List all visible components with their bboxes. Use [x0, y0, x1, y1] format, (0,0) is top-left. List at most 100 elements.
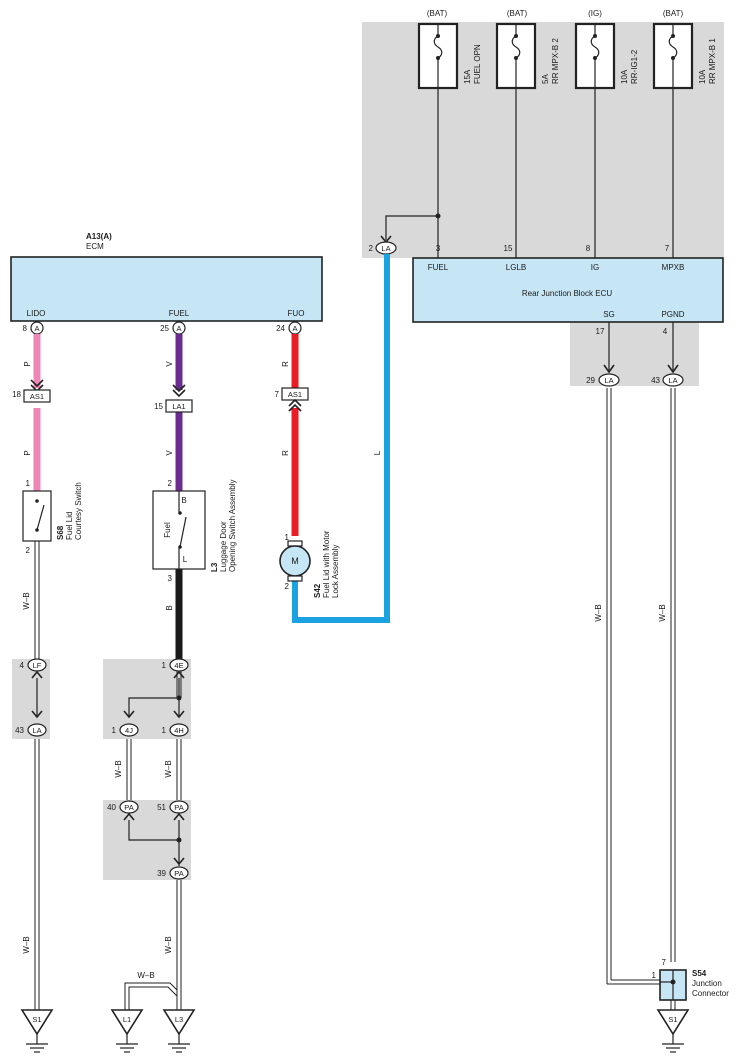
svg-text:P: P	[23, 361, 32, 366]
svg-text:8: 8	[586, 244, 591, 253]
svg-text:AS1: AS1	[288, 390, 302, 399]
joint-pa-bridge	[123, 812, 185, 866]
svg-text:(BAT): (BAT)	[427, 9, 448, 18]
joint-lf: 4 LF	[20, 658, 47, 719]
svg-text:2: 2	[26, 546, 31, 555]
svg-text:PGND: PGND	[661, 310, 684, 319]
wb-wire-labels: W–B W–B W–B W–B W–B W–B W–B W–B	[22, 592, 667, 980]
svg-text:RR MPX-B 2: RR MPX-B 2	[551, 38, 560, 84]
ground-l1: L1	[110, 1009, 144, 1053]
svg-text:15: 15	[154, 402, 163, 411]
svg-text:LF: LF	[33, 661, 42, 670]
svg-text:A: A	[34, 324, 39, 333]
svg-text:W–B: W–B	[164, 760, 173, 777]
svg-text:SG: SG	[603, 310, 615, 319]
svg-text:A: A	[292, 324, 297, 333]
svg-text:7: 7	[275, 390, 280, 399]
svg-text:40: 40	[107, 803, 116, 812]
svg-text:43: 43	[15, 726, 24, 735]
svg-text:S1: S1	[32, 1015, 41, 1024]
svg-text:Courtesy Switch: Courtesy Switch	[74, 482, 83, 540]
wire-pink: P P	[23, 334, 41, 491]
svg-text:ECM: ECM	[86, 242, 104, 251]
svg-text:2: 2	[168, 479, 173, 488]
wire-black: B	[165, 569, 183, 659]
svg-text:10A: 10A	[698, 69, 707, 84]
svg-text:M: M	[291, 556, 299, 566]
svg-text:L: L	[373, 450, 382, 455]
s68-fuel-lid-courtesy-switch: 1 2 S68 Fuel Lid Courtesy Switch	[22, 479, 83, 555]
wire-violet: V V	[165, 334, 183, 491]
svg-text:R: R	[281, 450, 290, 456]
svg-text:W–B: W–B	[594, 604, 603, 621]
svg-text:1: 1	[112, 726, 117, 735]
svg-text:1: 1	[285, 533, 290, 542]
s54-junction-connector: 7 1 S54 Junction Connector	[652, 958, 729, 1001]
ecm-pin-lido: 8 A	[23, 321, 44, 335]
svg-text:2: 2	[369, 244, 374, 253]
wire-red: R R	[281, 334, 299, 536]
svg-text:Fuel Lid: Fuel Lid	[65, 512, 74, 540]
joint-4h: 1 4H	[162, 723, 189, 737]
svg-text:A: A	[176, 324, 181, 333]
svg-text:V: V	[165, 361, 174, 367]
svg-text:Rear Junction Block ECU: Rear Junction Block ECU	[522, 289, 612, 298]
svg-text:LIDO: LIDO	[27, 309, 46, 318]
svg-text:PA: PA	[124, 803, 133, 812]
wire-blue: L	[292, 254, 390, 623]
svg-text:Luggage Door: Luggage Door	[219, 521, 228, 572]
s42-fuel-lid-motor: 1 M 2 S42 Fuel Lid with Motor Lock Assem…	[279, 530, 340, 598]
svg-text:LA1: LA1	[172, 402, 185, 411]
svg-text:24: 24	[276, 324, 285, 333]
svg-text:4E: 4E	[174, 661, 183, 670]
svg-text:L3: L3	[175, 1015, 183, 1024]
svg-text:43: 43	[651, 376, 660, 385]
svg-text:2: 2	[285, 582, 290, 591]
svg-text:4H: 4H	[174, 726, 184, 735]
svg-text:(BAT): (BAT)	[507, 9, 528, 18]
svg-text:B: B	[181, 496, 186, 505]
fuse-wires	[380, 88, 674, 258]
joint-la-left: 43 LA	[15, 723, 47, 737]
joint-pa-39: 39 PA	[157, 866, 189, 880]
svg-text:4J: 4J	[125, 726, 133, 735]
fuse-fuel-opn: (BAT) 15A FUEL OPN	[417, 9, 482, 90]
svg-text:3: 3	[168, 574, 173, 583]
junction-as1-left: 18 AS1	[12, 379, 51, 403]
svg-text:W–B: W–B	[114, 760, 123, 777]
ground-s1-left: S1	[20, 1009, 54, 1053]
svg-text:W–B: W–B	[164, 936, 173, 953]
svg-text:LA: LA	[604, 376, 613, 385]
svg-text:L3: L3	[210, 562, 219, 572]
svg-text:LGLB: LGLB	[506, 263, 526, 272]
svg-text:LA: LA	[668, 376, 677, 385]
joint-4j: 1 4J	[112, 723, 139, 737]
fuse-rr-mpx-b-2: (BAT) 5A RR MPX-B 2	[495, 9, 560, 90]
svg-text:25: 25	[160, 324, 169, 333]
svg-text:4: 4	[663, 327, 668, 336]
svg-text:RR MPX-B 1: RR MPX-B 1	[708, 38, 717, 84]
svg-text:P: P	[23, 450, 32, 455]
svg-text:3: 3	[436, 244, 441, 253]
svg-text:L: L	[183, 555, 188, 564]
l3-luggage-door-switch: 2 Fuel B L 3 L3 Luggage Door Opening Swi…	[152, 479, 237, 583]
svg-text:S1: S1	[668, 1015, 677, 1024]
svg-text:S68: S68	[56, 525, 65, 540]
rear-junction-block-ecu: 3 15 8 7 FUEL LGLB IG MPXB Rear Junction…	[412, 244, 724, 336]
svg-text:L1: L1	[123, 1015, 131, 1024]
ecm: A13(A) ECM LIDO FUEL FUO	[10, 232, 323, 322]
svg-text:RR-IG1-2: RR-IG1-2	[630, 49, 639, 84]
ground-l3: L3	[162, 1009, 196, 1053]
svg-text:1: 1	[162, 726, 167, 735]
svg-text:29: 29	[586, 376, 595, 385]
svg-text:15: 15	[504, 244, 513, 253]
svg-text:LA: LA	[32, 726, 41, 735]
svg-text:FUEL: FUEL	[169, 309, 190, 318]
svg-text:5A: 5A	[541, 74, 550, 84]
svg-text:LA: LA	[381, 244, 390, 253]
svg-text:PA: PA	[174, 869, 183, 878]
svg-text:(BAT): (BAT)	[663, 9, 684, 18]
fuse-rr-mpx-b-1: (BAT) 10A RR MPX-B 1	[652, 9, 717, 90]
svg-text:IG: IG	[591, 263, 599, 272]
svg-text:4: 4	[20, 661, 25, 670]
